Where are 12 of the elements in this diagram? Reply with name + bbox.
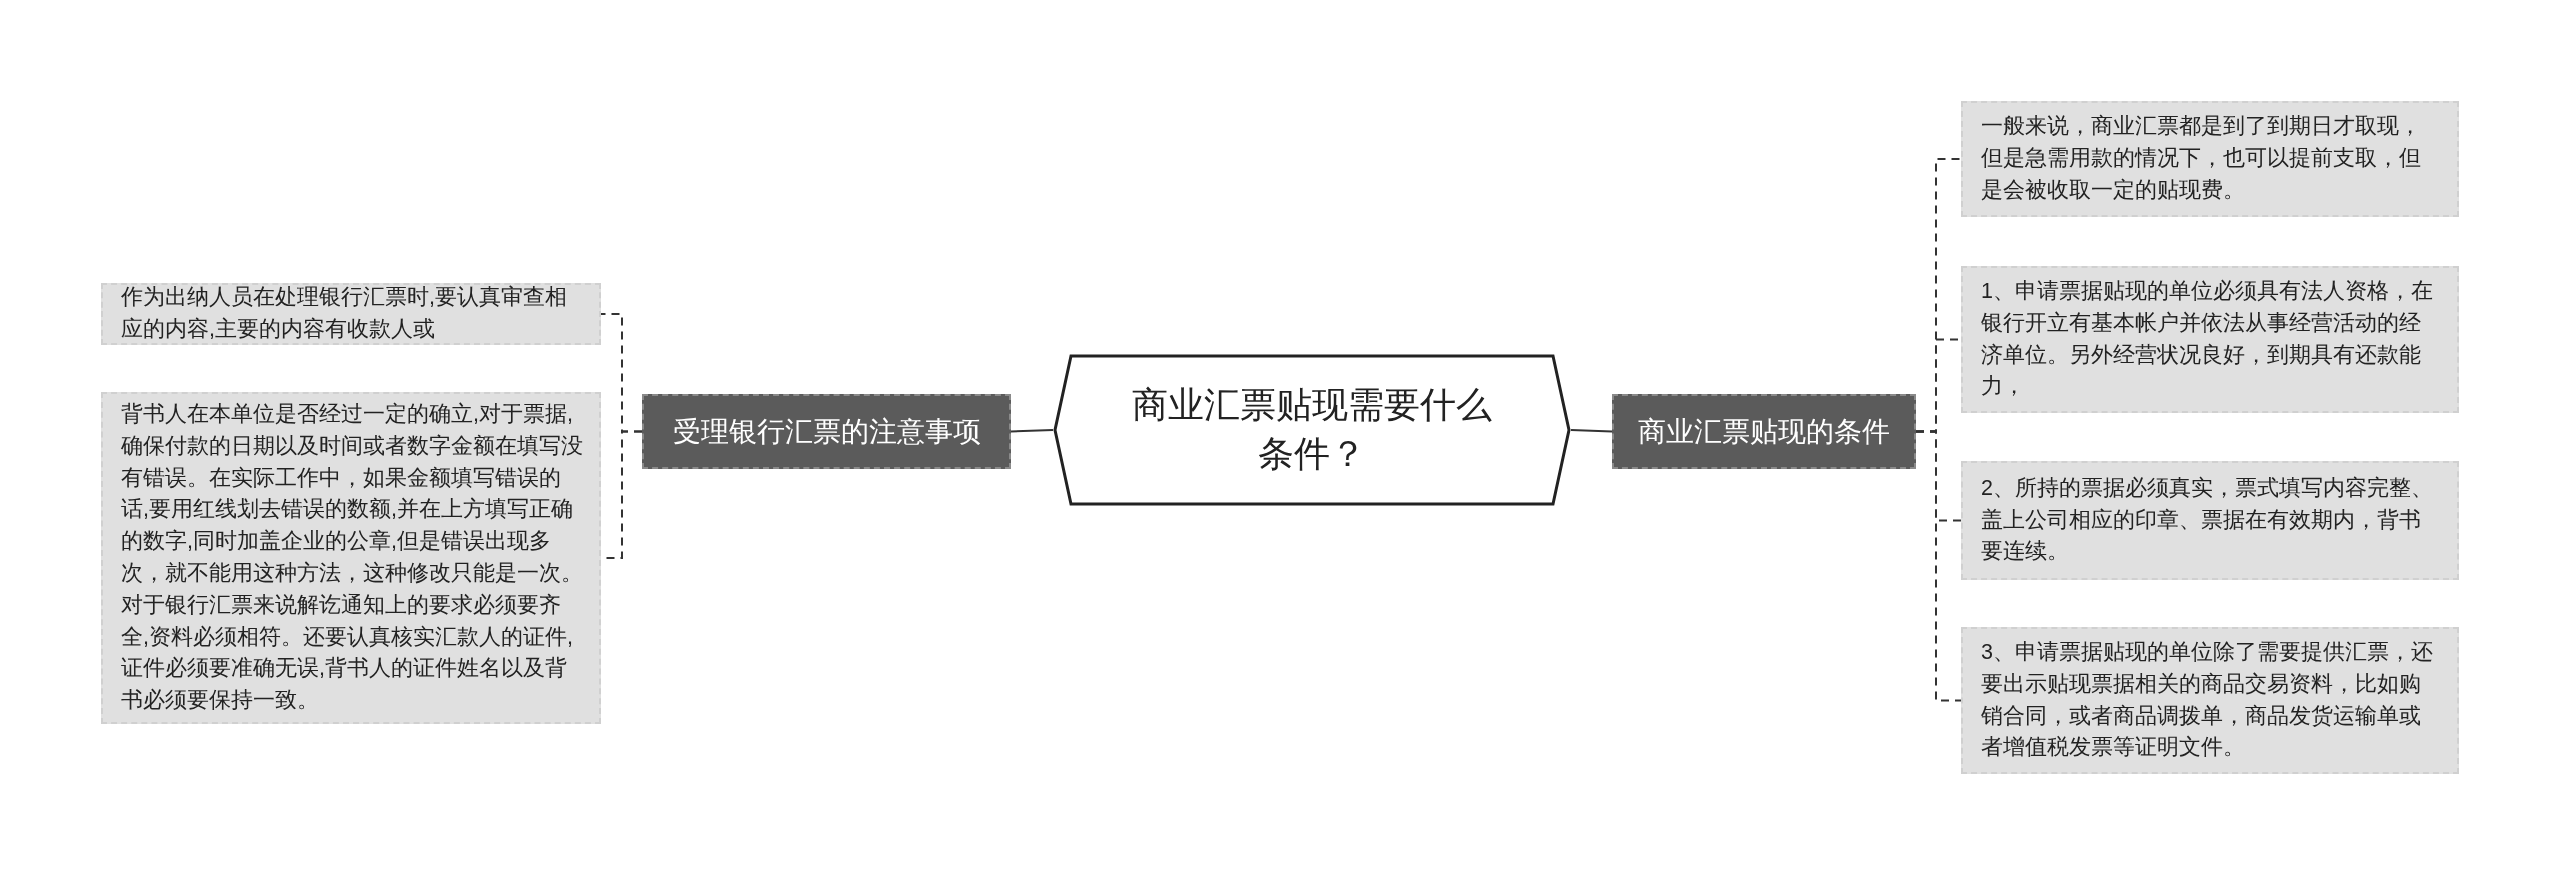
note-box: 作为出纳人员在处理银行汇票时,要认真审查相应的内容,主要的内容有收款人或: [101, 283, 601, 345]
note-box: 2、所持的票据必须真实，票式填写内容完整、盖上公司相应的印章、票据在有效期内，背书要连续。: [1961, 461, 2459, 580]
topic-box: 商业汇票贴现的条件: [1612, 394, 1916, 469]
note-box: 背书人在本单位是否经过一定的确立,对于票据,确保付款的日期以及时间或者数字金额在填写没有错误。在实际工作中，如果金额填写错误的话,要用红线划去错误的数额,并在上方填写正确的数字,同时加盖企业的公章,但是错误出现多次，就不能用这种方法，这种修改只能是一次。对于银行汇票来说解讫通知上的要求必须要齐全,资料必须相符。还要认真核实汇款人的证件,证件必须要准确无误,背书人的证件姓名以及背书必须要保持一致。: [101, 392, 601, 724]
central-topic-hexagon: 商业汇票贴现需要什么条件？: [1053, 354, 1571, 506]
topic-box: 受理银行汇票的注意事项: [642, 394, 1011, 469]
connector-line: [1570, 429, 1613, 433]
note-box: 3、申请票据贴现的单位除了需要提供汇票，还要出示贴现票据相关的商品交易资料，比如购销合同，或者商品调拨单，商品发货运输单或者增值税发票等证明文件。: [1961, 627, 2459, 774]
dashed-connector: [1915, 430, 1962, 702]
connector-line: [1010, 429, 1054, 433]
note-box: 一般来说，商业汇票都是到了到期日才取现，但是急需用款的情况下，也可以提前支取，但是会被收取一定的贴现费。: [1961, 101, 2459, 217]
note-box: 1、申请票据贴现的单位必须具有法人资格，在银行开立有基本帐户并依法从事经营活动的经济单位。另外经营状况良好，到期具有还款能力，: [1961, 266, 2459, 413]
